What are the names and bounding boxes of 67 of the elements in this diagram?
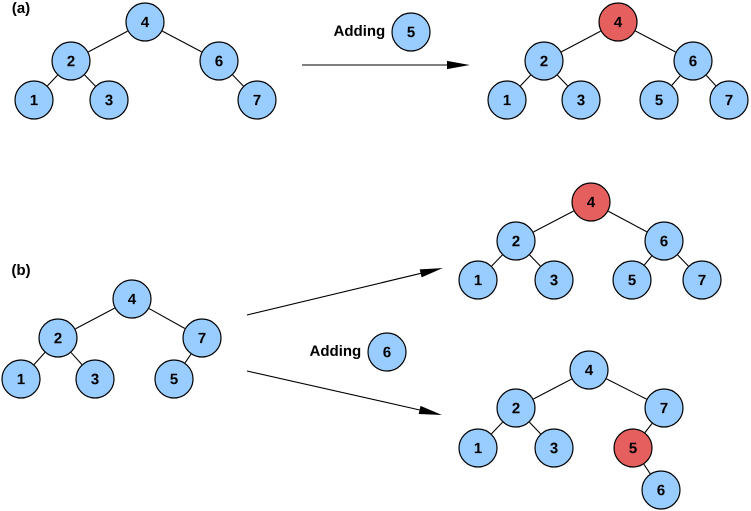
tree-edge — [232, 74, 244, 86]
highlighted-tree-node: 4 — [598, 2, 638, 42]
tree-node: 7 — [682, 260, 722, 300]
tree-edge — [561, 30, 601, 52]
panel-label: (b) — [12, 264, 30, 278]
tree-node: 6 — [199, 41, 239, 81]
tree-node: 7 — [644, 388, 684, 428]
tree-node: 3 — [534, 428, 574, 468]
tree-node: 5 — [154, 359, 194, 399]
tree-node: 1 — [458, 260, 498, 300]
tree-edge — [148, 308, 186, 329]
tree-edge — [706, 75, 716, 86]
highlighted-tree-node: 4 — [571, 182, 611, 222]
tree-node: 4 — [125, 2, 165, 42]
tree-node: 5 — [391, 12, 431, 52]
tree-edge — [608, 210, 647, 232]
tree-node: 6 — [367, 332, 407, 372]
tree-node: 4 — [569, 350, 609, 390]
operation-label: Adding — [334, 24, 384, 40]
tree-node: 6 — [641, 470, 681, 510]
tree-node: 3 — [89, 80, 129, 120]
tree-node: 2 — [496, 221, 536, 261]
tree-node: 2 — [38, 318, 78, 358]
tree-edge — [671, 75, 681, 86]
tree-node: 3 — [534, 260, 574, 300]
tree-edge — [533, 210, 574, 232]
tree-edge — [644, 256, 652, 266]
tree-node: 1 — [1, 359, 41, 399]
tree-edge — [70, 352, 82, 365]
tree-edge — [520, 74, 531, 86]
tree-edge — [184, 354, 192, 364]
tree-edge — [75, 308, 115, 330]
tree-node: 7 — [182, 318, 222, 358]
panel-label: (a) — [12, 2, 30, 16]
tree-node: 5 — [612, 260, 652, 300]
tree-node: 2 — [496, 388, 536, 428]
tree-edge — [88, 30, 128, 52]
tree-edge — [47, 74, 58, 86]
tree-node: 7 — [709, 80, 749, 120]
tree-edge — [491, 254, 503, 266]
tree-edge — [162, 30, 202, 52]
tree-node: 6 — [673, 41, 713, 81]
tree-node: 5 — [639, 80, 679, 120]
tree-edge — [34, 352, 46, 365]
tree-node: 1 — [487, 80, 527, 120]
highlighted-tree-node: 5 — [613, 428, 653, 468]
tree-edge — [677, 254, 689, 266]
tree-edge — [533, 378, 572, 400]
tree-node: 2 — [524, 41, 564, 81]
tree-edge — [557, 74, 568, 86]
tree-node: 2 — [51, 41, 91, 81]
operation-label: Adding — [310, 344, 360, 360]
tree-edge — [606, 378, 647, 400]
tree-edge — [529, 422, 541, 434]
tree-node: 4 — [112, 279, 152, 319]
tree-node: 7 — [237, 80, 277, 120]
tree-edge — [643, 464, 651, 474]
tree-node: 1 — [14, 80, 54, 120]
tree-edge — [635, 30, 676, 52]
tree-node: 3 — [75, 359, 115, 399]
tree-edge — [529, 254, 541, 266]
tree-node: 1 — [458, 428, 498, 468]
tree-edge — [644, 423, 652, 433]
tree-edge — [84, 74, 96, 86]
tree-node: 6 — [644, 221, 684, 261]
tree-edge — [491, 422, 503, 434]
tree-node: 3 — [561, 80, 601, 120]
